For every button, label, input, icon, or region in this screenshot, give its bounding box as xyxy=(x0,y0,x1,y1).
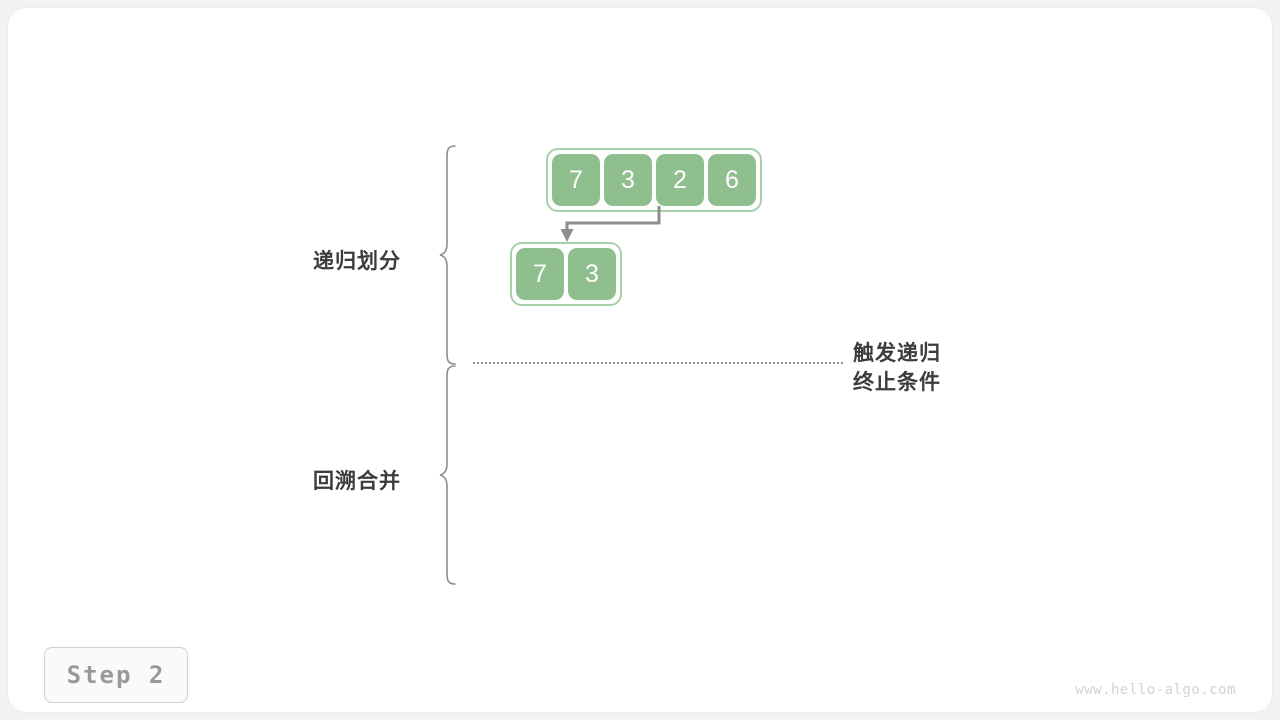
array-cell: 2 xyxy=(656,154,704,206)
array-cell: 3 xyxy=(568,248,616,300)
annotation-recursion-terminate: 触发递归 终止条件 xyxy=(853,339,941,397)
array-root: 7 3 2 6 xyxy=(546,148,762,212)
array-cell: 7 xyxy=(552,154,600,206)
array-cell: 6 xyxy=(708,154,756,206)
phase-divider-dotted-line xyxy=(473,362,843,364)
array-left-subarray: 7 3 xyxy=(510,242,622,306)
step-badge: Step 2 xyxy=(44,647,188,703)
annotation-line-1: 触发递归 xyxy=(853,342,941,365)
annotation-line-2: 终止条件 xyxy=(853,371,941,394)
step-badge-label: Step 2 xyxy=(66,661,166,689)
section-label-divide: 递归划分 xyxy=(313,250,401,273)
curly-brace-merge-icon xyxy=(438,364,460,591)
curly-brace-divide-icon xyxy=(438,144,460,371)
section-label-merge: 回溯合并 xyxy=(313,470,401,493)
watermark: www.hello-algo.com xyxy=(1075,682,1236,698)
split-arrow-icon xyxy=(548,204,678,254)
array-cell: 7 xyxy=(516,248,564,300)
diagram-card: 递归划分 回溯合并 7 3 2 6 xyxy=(8,8,1272,712)
array-cell: 3 xyxy=(604,154,652,206)
